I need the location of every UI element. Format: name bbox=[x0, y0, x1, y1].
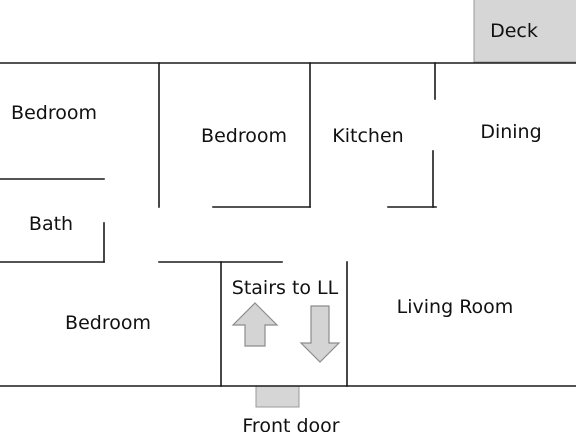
bedroom-bottom-left-label: Bedroom bbox=[65, 312, 151, 334]
down-arrow-icon bbox=[299, 305, 341, 363]
dining-label: Dining bbox=[480, 121, 541, 143]
up-arrow-icon bbox=[231, 302, 279, 347]
kitchen-label: Kitchen bbox=[332, 125, 403, 147]
deck-area bbox=[473, 0, 576, 63]
bedroom-top-left-label: Bedroom bbox=[11, 102, 97, 124]
bath-label: Bath bbox=[29, 213, 73, 235]
stairs-label: Stairs to LL bbox=[232, 277, 339, 299]
outer-walls bbox=[0, 62, 576, 387]
deck-label: Deck bbox=[490, 20, 538, 42]
living-room-label: Living Room bbox=[397, 296, 514, 318]
front-door-label: Front door bbox=[242, 415, 339, 432]
interior-walls bbox=[0, 62, 437, 387]
front-door-block bbox=[255, 385, 300, 408]
bedroom-top-middle-label: Bedroom bbox=[201, 125, 287, 147]
